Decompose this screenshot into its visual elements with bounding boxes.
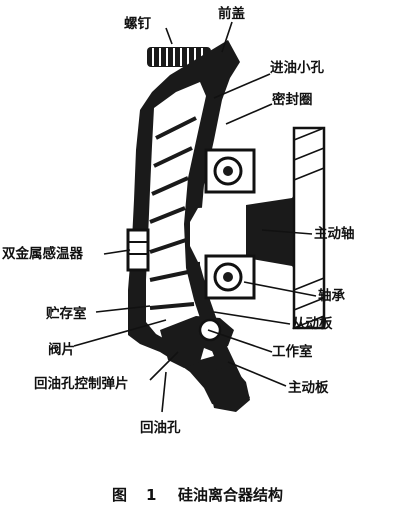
- figure-caption: 图 1 硅油离合器结构: [112, 486, 283, 504]
- label-front-cover: 前盖: [218, 5, 245, 22]
- label-oil-inlet-hole: 进油小孔: [270, 59, 324, 76]
- caption-number: 1: [146, 486, 156, 504]
- label-return-hole: 回油孔: [140, 419, 181, 436]
- label-drive-plate: 主动板: [288, 379, 329, 396]
- bimetal-sensor-part: [126, 228, 150, 272]
- label-screw: 螺钉: [124, 15, 151, 32]
- cover-interior: [146, 82, 214, 360]
- label-bimetal-sensor: 双金属感温器: [2, 245, 83, 262]
- label-valve-plate: 阀片: [48, 341, 75, 358]
- label-reservoir: 贮存室: [45, 305, 87, 322]
- leader-lines: [73, 21, 317, 413]
- label-return-hole-spring: 回油孔控制弹片: [34, 375, 129, 392]
- housing-tail: [206, 366, 250, 412]
- label-driven-plate: 从动板: [292, 315, 333, 332]
- upper-bearing: [204, 148, 256, 194]
- label-working-chamber: 工作室: [272, 343, 313, 360]
- lower-bearing: [204, 254, 256, 300]
- caption-title: 硅油离合器结构: [178, 486, 283, 504]
- label-bearing: 轴承: [318, 287, 345, 304]
- label-seal-ring: 密封圈: [271, 91, 313, 108]
- shaft-light: [190, 205, 246, 262]
- caption-prefix: 图: [112, 486, 127, 504]
- label-drive-shaft: 主动轴: [314, 225, 355, 242]
